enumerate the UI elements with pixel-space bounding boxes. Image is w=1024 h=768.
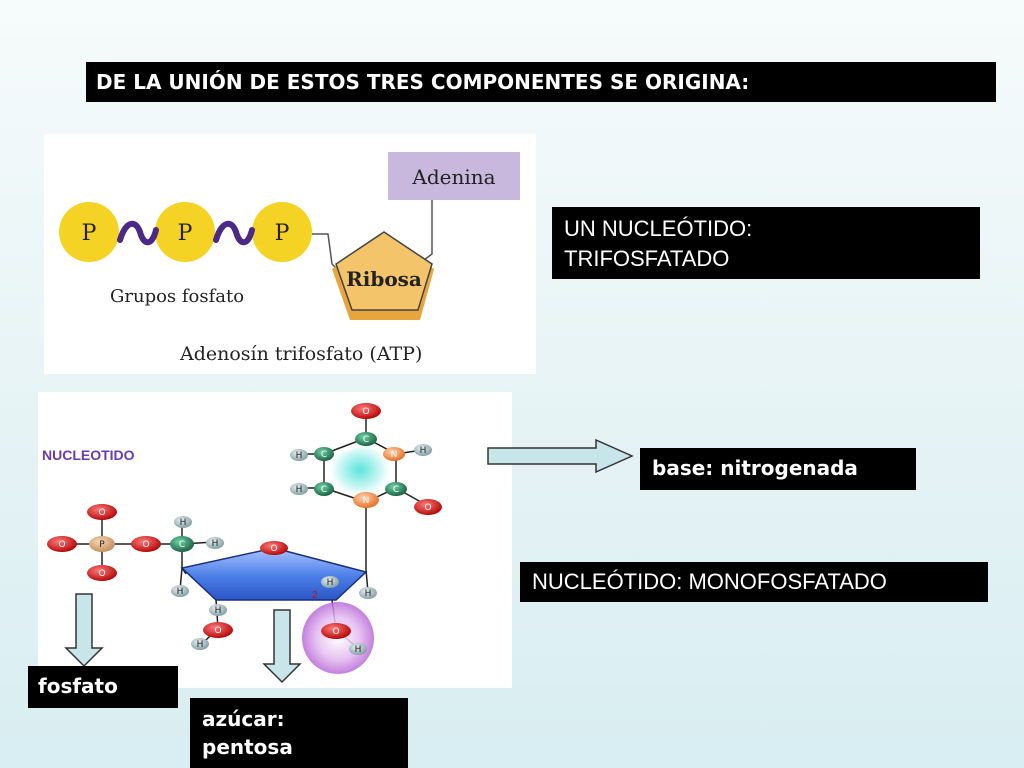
sugar-pentagon — [180, 547, 368, 601]
phosphate-3 — [252, 202, 312, 262]
atom-carbon: C — [314, 447, 334, 461]
atom-oxygen: O — [351, 403, 381, 419]
svg-text:C: C — [321, 485, 327, 495]
svg-text:C: C — [393, 485, 399, 495]
atom-hydrogen: H — [414, 444, 432, 456]
svg-text:O: O — [362, 407, 369, 417]
base-ring — [330, 444, 390, 496]
atp-diagram: Adenina P P P Ribosa Grupos fosfato Aden… — [44, 134, 536, 374]
phosphate-2-label: P — [178, 221, 193, 246]
atom-oxygen: O — [321, 623, 351, 639]
atom-oxygen: O — [203, 622, 233, 638]
atom-phosphorus: P — [89, 536, 115, 552]
nucleotide-svg: NUCLEOTIDO — [42, 403, 442, 674]
atom-carbon: C — [355, 432, 377, 446]
svg-text:C: C — [321, 450, 327, 460]
svg-text:O: O — [214, 626, 221, 636]
trifosfatado-line1: UN NUCLEÓTIDO: — [564, 216, 753, 241]
atom-hydrogen: H — [171, 585, 189, 597]
svg-text:O: O — [332, 627, 339, 637]
atom-carbon: C — [314, 482, 334, 496]
phosphate-groups-label: Grupos fosfato — [110, 286, 244, 307]
adenine-label: Adenina — [411, 165, 495, 189]
svg-text:P: P — [99, 540, 105, 550]
svg-text:O: O — [142, 540, 149, 550]
phosphate-2 — [155, 202, 215, 262]
ribose-pentagon — [335, 231, 433, 311]
svg-text:H: H — [296, 451, 303, 461]
svg-text:N: N — [391, 450, 398, 460]
atom-hydrogen: H — [174, 516, 192, 528]
atom-nitrogen: N — [383, 447, 405, 461]
ribose-label: Ribosa — [346, 267, 422, 291]
phosphate-1-label: P — [82, 221, 97, 246]
svg-text:O: O — [270, 544, 277, 554]
fosfato-box: fosfato — [28, 666, 178, 708]
svg-text:H: H — [197, 640, 204, 650]
svg-text:H: H — [420, 446, 427, 456]
svg-text:H: H — [327, 578, 334, 588]
phosphate-3-label: P — [275, 221, 290, 246]
nucleotide-label: NUCLEOTIDO — [42, 447, 135, 463]
atom-oxygen: O — [87, 504, 117, 520]
atom-hydrogen: H — [290, 449, 308, 461]
svg-text:O: O — [98, 508, 105, 518]
trifosfatado-box: UN NUCLEÓTIDO: TRIFOSFATADO — [552, 207, 980, 279]
svg-text:H: H — [365, 589, 372, 599]
svg-text:H: H — [296, 485, 303, 495]
trifosfatado-line2: TRIFOSFATADO — [564, 246, 730, 271]
svg-text:O: O — [98, 569, 105, 579]
atom-oxygen: O — [131, 536, 161, 552]
svg-text:O: O — [58, 540, 65, 550]
atom-hydrogen: H — [191, 638, 209, 650]
azucar-line2: pentosa — [202, 735, 293, 759]
nucleotide-diagram: NUCLEOTIDO — [38, 392, 512, 688]
svg-text:O: O — [424, 503, 431, 513]
svg-text:H: H — [212, 539, 219, 549]
atom-hydrogen: H — [321, 576, 339, 588]
svg-text:H: H — [180, 518, 187, 528]
svg-text:C: C — [179, 540, 185, 550]
svg-text:C: C — [363, 435, 369, 445]
atom-oxygen: O — [414, 499, 442, 515]
base-nitrogenada-box: base: nitrogenada — [640, 448, 916, 490]
atom-hydrogen: H — [209, 604, 227, 616]
atom-hydrogen: H — [349, 643, 367, 655]
carbon-number-2: 2 — [312, 590, 318, 601]
atom-carbon: C — [170, 536, 194, 552]
svg-text:H: H — [355, 645, 362, 655]
svg-text:H: H — [215, 606, 222, 616]
atp-caption: Adenosín trifosfato (ATP) — [179, 343, 422, 365]
azucar-pentosa-box: azúcar: pentosa — [190, 698, 408, 768]
phosphate-1 — [59, 202, 119, 262]
atom-oxygen: O — [87, 565, 117, 581]
high-energy-bond-1 — [117, 220, 159, 246]
page-title: DE LA UNIÓN DE ESTOS TRES COMPONENTES SE… — [86, 62, 996, 102]
atom-oxygen: O — [260, 541, 288, 555]
atom-hydrogen: H — [359, 587, 377, 599]
high-energy-bond-2 — [213, 220, 255, 246]
svg-text:N: N — [363, 496, 370, 506]
atp-svg: Adenina P P P Ribosa Grupos fosfato Aden… — [59, 152, 520, 365]
svg-text:H: H — [177, 587, 184, 597]
atom-hydrogen: H — [206, 537, 224, 549]
monofosfatado-box: NUCLEÓTIDO: MONOFOSFATADO — [520, 562, 988, 602]
adenine-box — [388, 152, 520, 200]
atom-oxygen: O — [47, 536, 77, 552]
azucar-line1: azúcar: — [202, 707, 285, 731]
atom-nitrogen: N — [353, 492, 379, 508]
atom-carbon: C — [385, 482, 407, 496]
atom-hydrogen: H — [290, 483, 308, 495]
